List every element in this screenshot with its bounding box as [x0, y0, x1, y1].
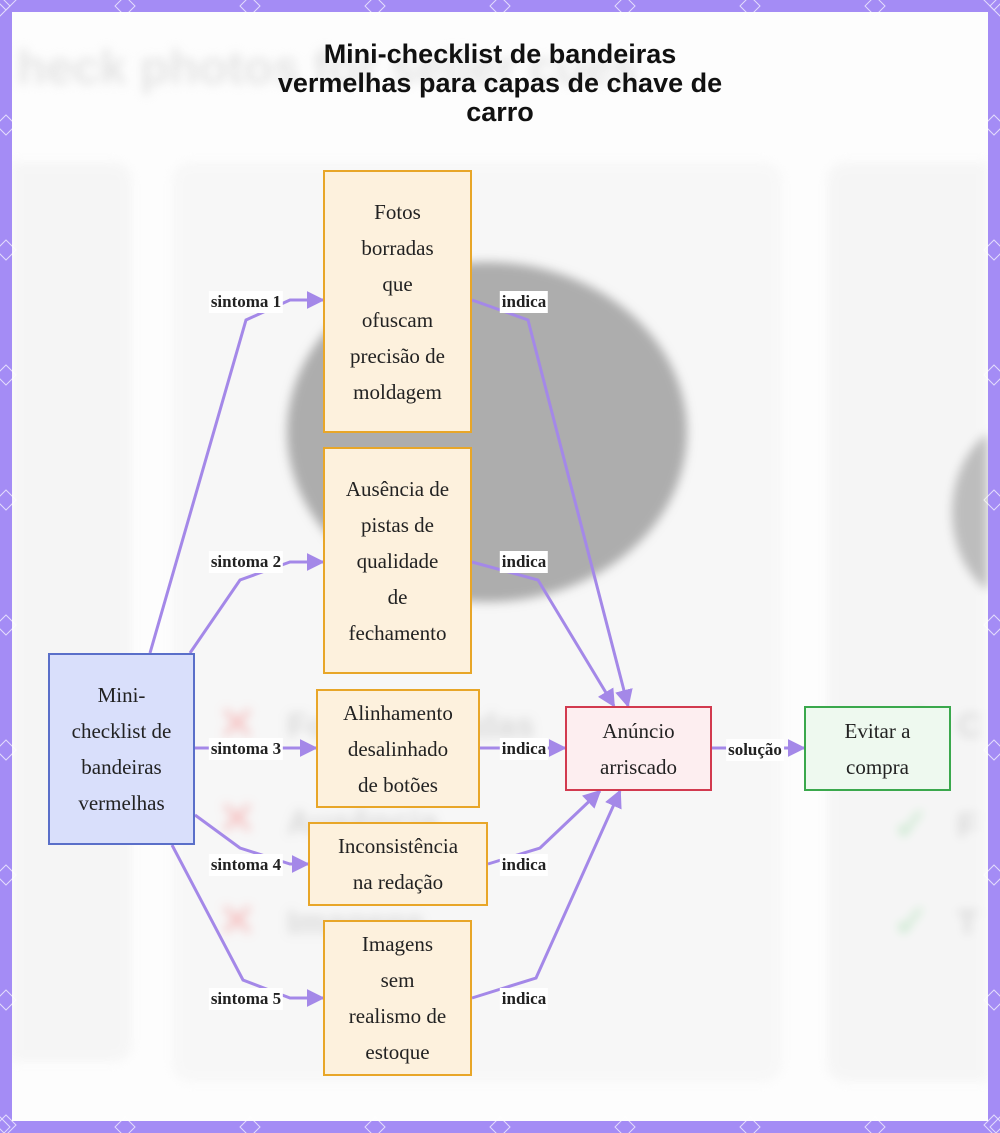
edge-label-indica-1: indica [500, 291, 548, 313]
edge-label-indica-5: indica [500, 988, 548, 1010]
node-text-line: precisão de [350, 338, 445, 374]
edge-label-sintoma-2: sintoma 2 [209, 551, 283, 573]
edge-label-sintoma-1: sintoma 1 [209, 291, 283, 313]
node-text-line: Alinhamento [343, 695, 453, 731]
node-text-line: borradas [350, 230, 445, 266]
edge-fotos-to-anuncio [472, 300, 628, 706]
node-text-line: sem [349, 962, 446, 998]
node-evitar-compra: Evitar a compra [804, 706, 951, 791]
node-text-line: bandeiras [72, 749, 172, 785]
edge-label-indica-4: indica [500, 854, 548, 876]
node-text-line: Fotos [350, 194, 445, 230]
node-text-line: Anúncio [600, 713, 677, 749]
edge-label-solucao: solução [726, 739, 784, 761]
node-text-line: Inconsistência [338, 828, 458, 864]
edge-label-sintoma-5: sintoma 5 [209, 988, 283, 1010]
node-text-line: qualidade [346, 543, 449, 579]
node-text-line: moldagem [350, 374, 445, 410]
edge-root-to-fotos [150, 300, 323, 653]
node-alinhamento: Alinhamento desalinhado de botões [316, 689, 480, 808]
node-text-line: Ausência de [346, 471, 449, 507]
node-text-line: realismo de [349, 998, 446, 1034]
node-mini-checklist: Mini- checklist de bandeiras vermelhas [48, 653, 195, 845]
node-text-line: Imagens [349, 926, 446, 962]
node-text-line: Evitar a [845, 713, 911, 749]
edge-root-to-ausencia [190, 562, 323, 653]
node-text-line: de botões [343, 767, 453, 803]
node-fotos-borradas: Fotos borradas que ofuscam precisão de m… [323, 170, 472, 433]
node-text-line: Mini- [72, 677, 172, 713]
node-text-line: compra [845, 749, 911, 785]
edge-label-sintoma-4: sintoma 4 [209, 854, 283, 876]
edge-label-indica-3: indica [500, 738, 548, 760]
node-text-line: de [346, 579, 449, 615]
edge-ausencia-to-anuncio [472, 562, 614, 706]
node-text-line: na redação [338, 864, 458, 900]
node-text-line: fechamento [346, 615, 449, 651]
node-inconsistencia: Inconsistência na redação [308, 822, 488, 906]
node-ausencia-pistas: Ausência de pistas de qualidade de fecha… [323, 447, 472, 674]
node-text-line: ofuscam [350, 302, 445, 338]
edge-label-sintoma-3: sintoma 3 [209, 738, 283, 760]
node-anuncio-arriscado: Anúncio arriscado [565, 706, 712, 791]
node-text-line: vermelhas [72, 785, 172, 821]
node-text-line: checklist de [72, 713, 172, 749]
node-text-line: pistas de [346, 507, 449, 543]
node-text-line: arriscado [600, 749, 677, 785]
edge-label-indica-2: indica [500, 551, 548, 573]
edge-imagens-to-anuncio [472, 791, 620, 998]
node-text-line: desalinhado [343, 731, 453, 767]
node-text-line: que [350, 266, 445, 302]
node-imagens: Imagens sem realismo de estoque [323, 920, 472, 1076]
node-text-line: estoque [349, 1034, 446, 1070]
